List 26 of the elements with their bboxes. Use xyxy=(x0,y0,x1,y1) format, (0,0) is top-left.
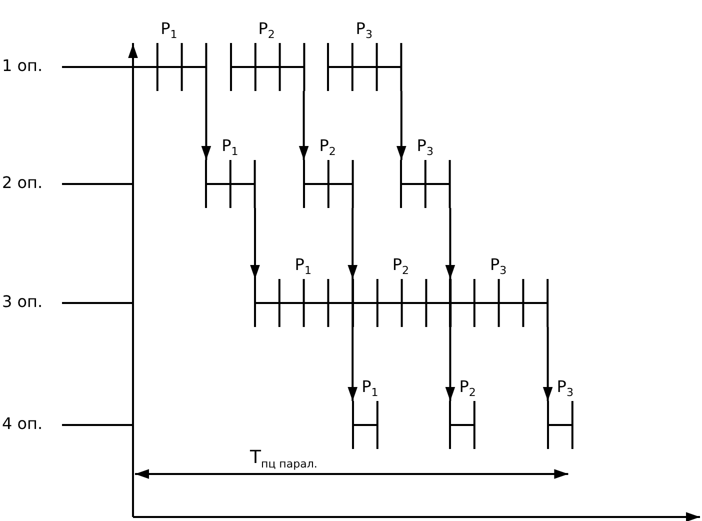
batch-label: P$_{3}$ xyxy=(556,377,574,402)
arrow xyxy=(298,91,309,160)
batch-label: P$_{3}$ xyxy=(490,255,507,280)
arrow xyxy=(542,327,553,401)
batch-label: P$_{1}$ xyxy=(294,255,312,280)
operation-label: 2 оп. xyxy=(2,173,43,193)
operation-label: 3 оп. xyxy=(2,292,43,312)
arrow xyxy=(445,208,456,279)
operation-label: 1 оп. xyxy=(2,56,43,76)
arrow xyxy=(348,208,358,279)
batch-label: P$_{1}$ xyxy=(222,136,238,160)
batch-label: P$_{2}$ xyxy=(258,19,275,44)
cycle-time-label: T$_{пц парал.}$ xyxy=(250,448,318,473)
operation-label: 4 оп. xyxy=(2,414,43,434)
batch-label: P$_{2}$ xyxy=(392,255,410,280)
arrow xyxy=(348,327,358,401)
batch-label: P$_{1}$ xyxy=(160,19,178,44)
batch-label: P$_{1}$ xyxy=(362,377,378,402)
arrow xyxy=(250,208,260,279)
arrow xyxy=(445,327,456,401)
arrow xyxy=(201,91,212,160)
batch-label: P$_{2}$ xyxy=(459,377,476,402)
arrow xyxy=(396,91,406,160)
batch-label: P$_{3}$ xyxy=(416,136,434,160)
batch-label: P$_{2}$ xyxy=(319,136,336,160)
batch-label: P$_{3}$ xyxy=(356,19,372,44)
